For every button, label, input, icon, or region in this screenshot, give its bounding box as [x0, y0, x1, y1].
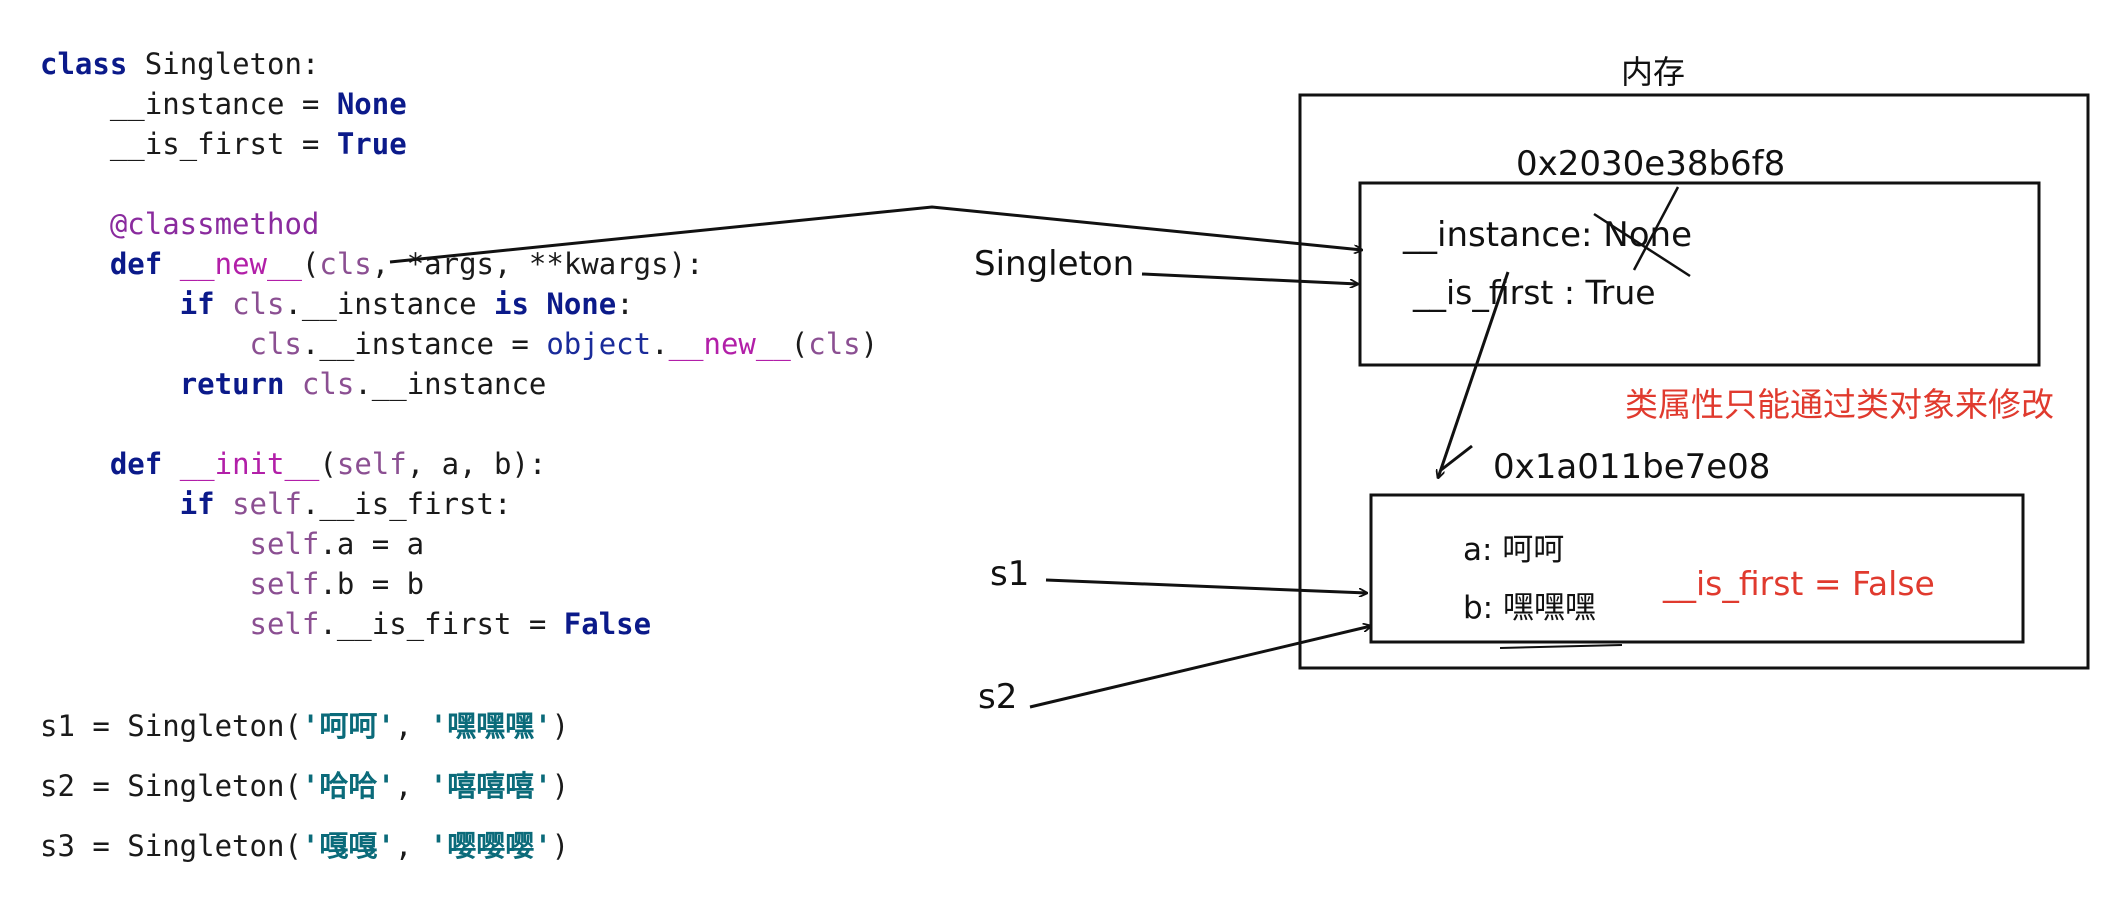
- code-token: cls: [808, 327, 861, 361]
- code-token: cls: [319, 247, 372, 281]
- code-token: ): [551, 709, 570, 743]
- code-token: return: [179, 367, 285, 401]
- code-line: if cls.__instance is None:: [40, 284, 634, 324]
- code-line: s2 = Singleton('哈哈', '嘻嘻嘻'): [40, 766, 569, 806]
- cross-out-stroke-2: [1632, 186, 1680, 271]
- code-token: def: [109, 247, 163, 281]
- arrow-cls-to-class-object: [389, 205, 1362, 264]
- code-token: .__instance: [354, 367, 547, 401]
- code-token: (: [301, 247, 320, 281]
- arrow-class-object-to-instance: [1438, 271, 1510, 478]
- code-line: __is_first = True: [40, 124, 407, 164]
- code-token: (: [790, 327, 809, 361]
- code-token: .b = b: [319, 567, 425, 601]
- class-attr-note: 类属性只能通过类对象来修改: [1625, 385, 2054, 424]
- arrow-instance-hook: [1440, 444, 1473, 472]
- code-token: .__instance: [284, 287, 494, 321]
- code-token: s3 = Singleton(: [40, 829, 302, 863]
- code-token: @classmethod: [109, 207, 320, 241]
- code-line: self.b = b: [40, 564, 425, 604]
- code-line: class Singleton:: [40, 44, 319, 84]
- code-token: (: [319, 447, 337, 481]
- cross-out-stroke-1: [1593, 212, 1691, 278]
- code-line: if self.__is_first:: [40, 484, 512, 524]
- code-token: self: [249, 567, 320, 601]
- code-line: cls.__instance = object.__new__(cls): [40, 324, 879, 364]
- code-token: if: [179, 487, 215, 521]
- code-token: ): [860, 327, 879, 361]
- memory-title: 内存: [1621, 53, 1685, 91]
- code-line: s3 = Singleton('嘎嘎', '嘤嘤嘤'): [40, 826, 569, 866]
- code-token: __instance =: [40, 87, 337, 121]
- class-attr-instance: __instance: None: [1402, 215, 1692, 255]
- code-token: .a = a: [319, 527, 425, 561]
- memory-box: [1298, 93, 2090, 670]
- code-token: ,: [394, 769, 430, 803]
- code-token: __new__: [179, 247, 302, 281]
- code-token: '哈哈': [301, 769, 395, 803]
- code-token: None: [336, 87, 407, 121]
- code-token: cls: [232, 287, 285, 321]
- code-token: __new__: [668, 327, 791, 361]
- code-line: s1 = Singleton('呵呵', '嘿嘿嘿'): [40, 706, 569, 746]
- code-token: cls: [249, 327, 302, 361]
- code-token: '嘻嘻嘻': [429, 769, 552, 803]
- label-singleton: Singleton: [974, 244, 1134, 284]
- code-token: ,: [394, 829, 430, 863]
- code-token: self: [249, 607, 320, 641]
- instance-attr-b: b: 嘿嘿嘿: [1463, 590, 1596, 626]
- code-token: .__is_first:: [301, 487, 512, 521]
- code-token: .__instance =: [301, 327, 547, 361]
- code-token: if: [179, 287, 215, 321]
- code-line: self.__is_first = False: [40, 604, 652, 644]
- code-token: cls: [301, 367, 355, 401]
- code-token: def: [109, 447, 163, 481]
- instance-object-address: 0x1a011be7e08: [1493, 447, 1770, 487]
- label-s1: s1: [990, 554, 1029, 594]
- code-token: object: [546, 327, 652, 361]
- code-token: None: [546, 287, 617, 321]
- code-token: ): [551, 829, 570, 863]
- code-line: __instance = None: [40, 84, 407, 124]
- class-object-box: [1358, 181, 2041, 367]
- code-token: self: [336, 447, 407, 481]
- instance-attr-is-first: __is_first = False: [1662, 564, 1935, 603]
- instance-object-box: [1369, 493, 2025, 644]
- code-token: '嘿嘿嘿': [429, 709, 552, 743]
- code-token: .__is_first =: [319, 607, 564, 641]
- label-s2: s2: [978, 677, 1017, 717]
- code-token: True: [336, 127, 407, 161]
- instance-attr-a: a: 呵呵: [1463, 532, 1564, 568]
- code-token: __init__: [179, 447, 320, 481]
- arrow-singleton-to-class-object: [1141, 272, 1358, 284]
- code-line: def __init__(self, a, b):: [40, 444, 547, 484]
- code-token: Singleton:: [127, 47, 320, 81]
- code-token: '嘤嘤嘤': [429, 829, 552, 863]
- code-token: s2 = Singleton(: [40, 769, 302, 803]
- arrow-s2-to-instance: [1029, 626, 1371, 709]
- code-token: , a, b):: [406, 447, 547, 481]
- code-token: '呵呵': [301, 709, 395, 743]
- code-line: return cls.__instance: [40, 364, 547, 404]
- class-object-address: 0x2030e38b6f8: [1516, 144, 1785, 184]
- code-line: self.a = a: [40, 524, 425, 564]
- code-token: ): [551, 769, 570, 803]
- arrow-s1-to-instance: [1045, 578, 1367, 593]
- code-token: self: [232, 487, 302, 521]
- code-token: class: [40, 47, 128, 81]
- code-token: :: [616, 287, 634, 321]
- code-token: s1 = Singleton(: [40, 709, 302, 743]
- code-token: self: [249, 527, 320, 561]
- code-token: False: [563, 607, 652, 641]
- instance-underline-mark: [1499, 644, 1623, 649]
- code-token: .: [651, 327, 669, 361]
- code-token: is: [493, 287, 529, 321]
- code-token: ,: [394, 709, 430, 743]
- class-attr-is-first: __is_first : True: [1412, 273, 1656, 312]
- code-token: '嘎嘎': [301, 829, 395, 863]
- code-line: @classmethod: [40, 204, 320, 244]
- code-token: __is_first =: [40, 127, 337, 161]
